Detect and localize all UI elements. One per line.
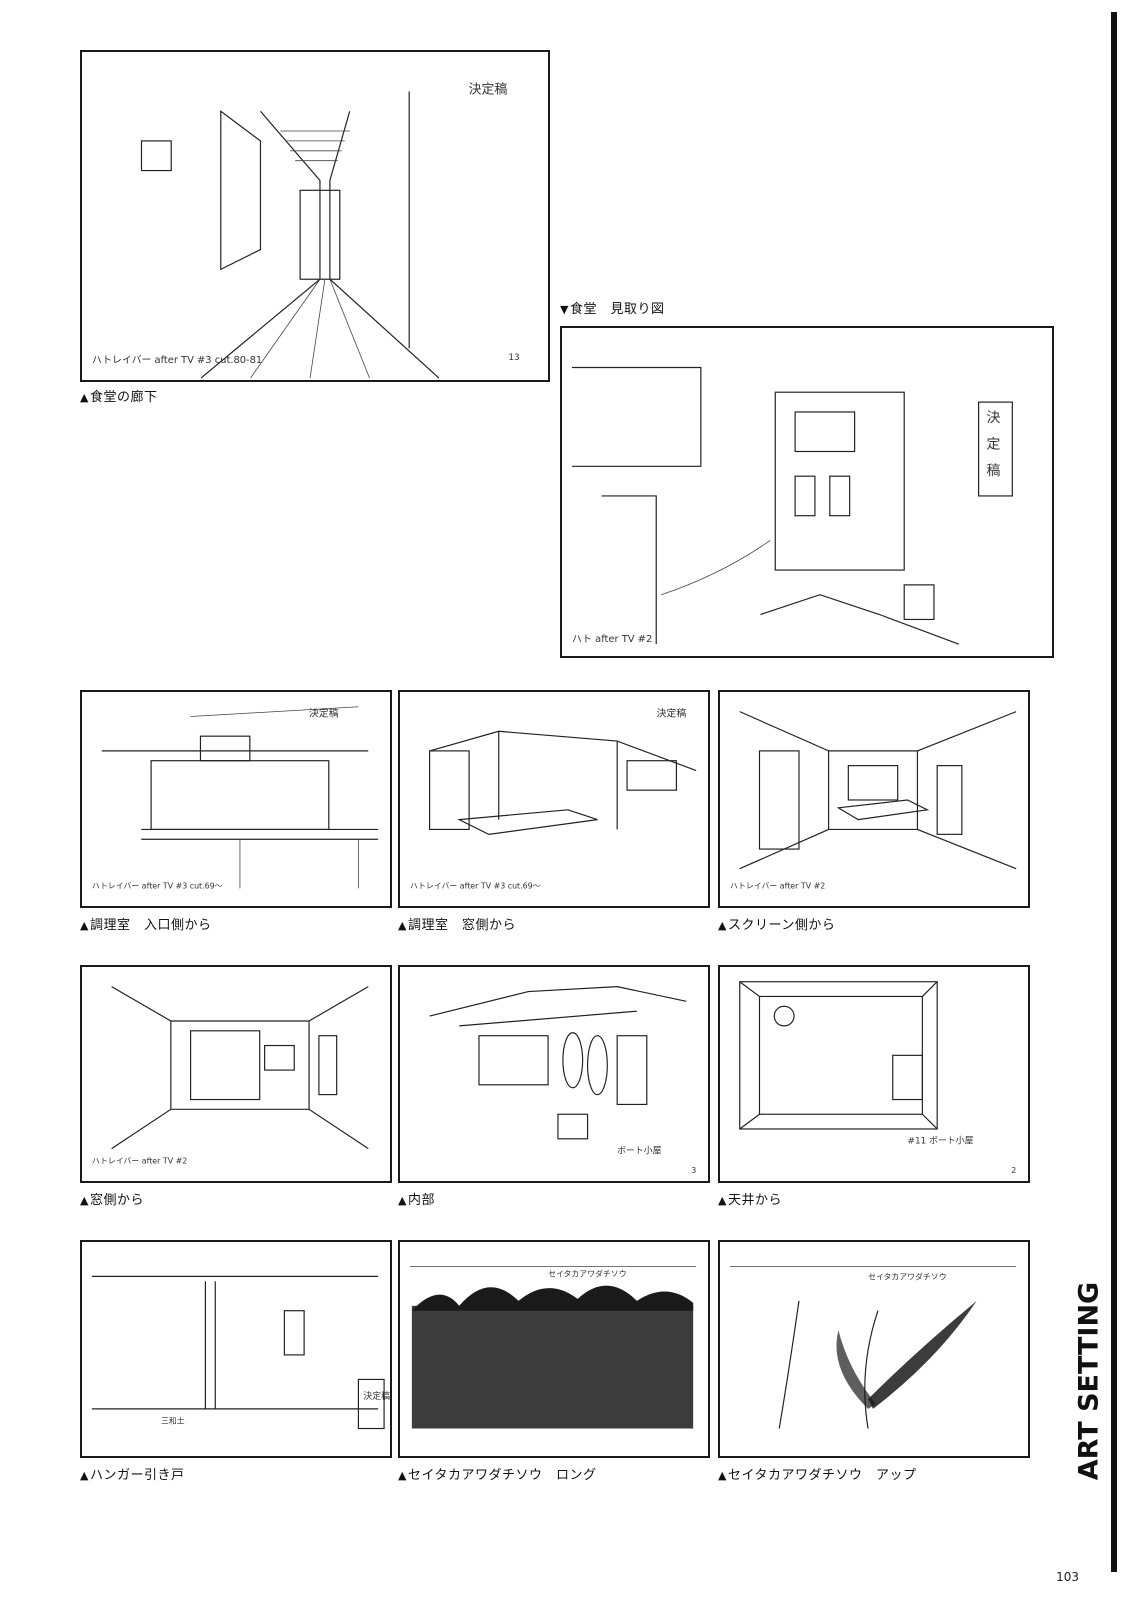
floor-plan-sketch: 決 定 稿 ハト after TV #2 [572,366,1013,645]
svg-text:13: 13 [508,353,519,363]
panel-interior: ボート小屋 3 [398,965,710,1183]
goldenrod-long-sketch: セイタカアワダチソウ [409,1266,697,1429]
svg-text:ハトレイバー after TV #3 cut.69〜: ハトレイバー after TV #3 cut.69〜 [410,881,541,890]
goldenrod-closeup-sketch: セイタカアワダチソウ [729,1266,1017,1429]
svg-text:決定稿: 決定稿 [657,707,687,720]
caption-goldenrod-closeup: ▲セイタカアワダチソウ アップ [718,1468,917,1483]
window-side-sketch: ハトレイバー after TV #2 [92,986,369,1165]
svg-text:ハト after TV #2: ハト after TV #2 [572,634,652,645]
section-title: ART SETTING [1073,1281,1105,1481]
corridor-stamp: 決定稿 [469,82,508,98]
page-edge-bar [1111,12,1117,1572]
svg-text:稿: 稿 [987,463,1001,479]
svg-text:定: 定 [987,437,1001,453]
svg-text:セイタカアワダチソウ: セイタカアワダチソウ [548,1268,627,1278]
svg-text:2: 2 [1011,1166,1016,1175]
panel-screen-side: ハトレイバー after TV #2 [718,690,1030,908]
panel-from-ceiling: #11 ボート小屋 2 [718,965,1030,1183]
panel-goldenrod-closeup: セイタカアワダチソウ [718,1240,1030,1458]
panel-window-side: ハトレイバー after TV #2 [80,965,392,1183]
kitchen-entrance-sketch: 決定稿 ハトレイバー after TV #3 cut.69〜 [92,706,379,890]
svg-text:ハトレイバー after TV #2: ハトレイバー after TV #2 [92,1156,187,1165]
svg-text:決定稿: 決定稿 [363,1390,390,1402]
panel-kitchen-entrance: 決定稿 ハトレイバー after TV #3 cut.69〜 [80,690,392,908]
caption-floor-plan: ▼食堂 見取り図 [560,302,665,317]
panel-cafeteria-corridor: 決定稿 ハトレイバー after TV #3 cut.80-81 13 [80,50,550,382]
caption-window-side: ▲窓側から [80,1193,144,1208]
ceiling-view-sketch: #11 ボート小屋 2 [739,981,1016,1175]
screen-side-sketch: ハトレイバー after TV #2 [730,711,1017,890]
svg-text:決: 決 [987,410,1001,426]
caption-screen-side: ▲スクリーン側から [718,918,836,933]
svg-text:ハトレイバー after TV #3 cut.69〜: ハトレイバー after TV #3 cut.69〜 [92,881,223,890]
panel-kitchen-window: 決定稿 ハトレイバー after TV #3 cut.69〜 [398,690,710,908]
svg-text:ハトレイバー after TV #3 cut.80-81: ハトレイバー after TV #3 cut.80-81 [92,354,262,366]
kitchen-window-sketch: 決定稿 ハトレイバー after TV #3 cut.69〜 [410,707,697,890]
svg-text:3: 3 [691,1166,696,1175]
svg-text:セイタカアワダチソウ: セイタカアワダチソウ [868,1271,947,1281]
panel-floor-plan: 決 定 稿 ハト after TV #2 [560,326,1054,658]
caption-interior: ▲内部 [398,1193,435,1208]
caption-kitchen-entrance: ▲調理室 入口側から [80,918,212,933]
svg-text:三和土: 三和土 [161,1416,185,1426]
interior-sketch: ボート小屋 3 [429,986,696,1175]
svg-text:ボート小屋: ボート小屋 [617,1146,661,1157]
caption-from-ceiling: ▲天井から [718,1193,782,1208]
caption-hangar-door: ▲ハンガー引き戸 [80,1468,185,1483]
page-number: 103 [1056,1570,1079,1584]
panel-goldenrod-long: セイタカアワダチソウ [398,1240,710,1458]
corridor-sketch: 決定稿 ハトレイバー after TV #3 cut.80-81 13 [92,82,520,379]
svg-text:ハトレイバー after TV #2: ハトレイバー after TV #2 [730,881,825,890]
svg-text:#11 ボート小屋: #11 ボート小屋 [908,1136,974,1147]
caption-goldenrod-long: ▲セイタカアワダチソウ ロング [398,1468,597,1483]
panel-hangar-door: 決定稿 三和土 [80,1240,392,1458]
svg-text:決定稿: 決定稿 [309,707,339,720]
hangar-door-sketch: 決定稿 三和土 [91,1275,390,1430]
caption-kitchen-window: ▲調理室 窓側から [398,918,516,933]
caption-cafeteria-corridor: ▲食堂の廊下 [80,390,158,405]
